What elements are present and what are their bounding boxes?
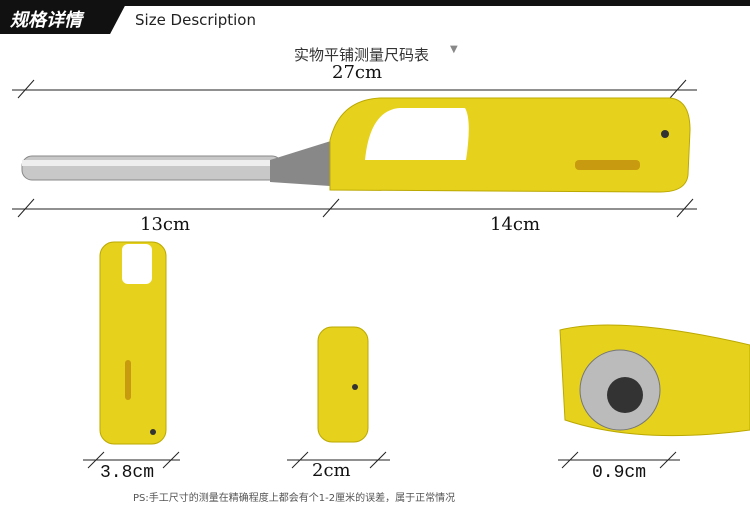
handle-left-label: 13cm xyxy=(140,214,191,235)
triangle-down-icon: ▼ xyxy=(450,44,458,55)
measure-lines xyxy=(12,79,697,469)
body-right-label: 14cm xyxy=(490,214,541,235)
nozzle-label: 0.9cm xyxy=(592,463,647,483)
section-title: Size Description xyxy=(135,11,256,29)
total-length-label: 27cm xyxy=(332,62,383,83)
subtitle: 实物平铺测量尺码表 xyxy=(294,46,430,64)
header-tag: 规格详情 xyxy=(0,0,128,34)
measurement-note: PS:手工尺寸的测量在精确程度上都会有个1-2厘米的误差，属于正常情况 xyxy=(133,493,456,504)
top-bar xyxy=(0,0,750,6)
thickness-label: 2cm xyxy=(312,460,351,481)
width-label: 3.8cm xyxy=(100,463,155,483)
